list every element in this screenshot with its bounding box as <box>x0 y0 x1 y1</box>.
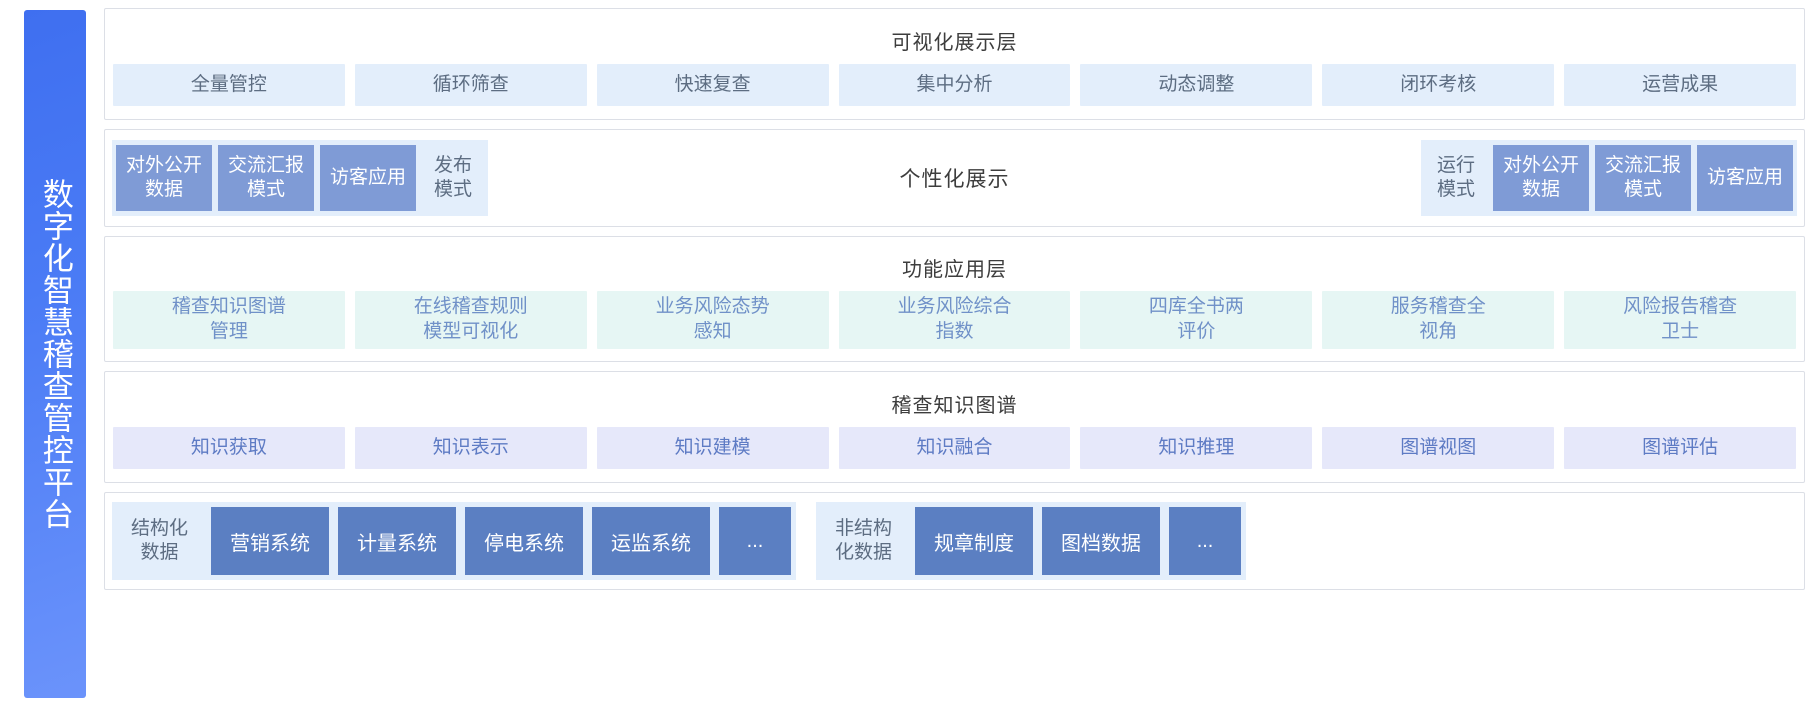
layer-modes: 对外公开 数据 交流汇报 模式 访客应用 发布 模式 个性化展示 运行 模式 对… <box>104 129 1805 227</box>
structured-item-1[interactable]: 计量系统 <box>338 507 457 575</box>
structured-item-2[interactable]: 停电系统 <box>465 507 584 575</box>
layer-stack: 可视化展示层 全量管控 循环筛查 快速复查 集中分析 动态调整 闭环考核 运营成… <box>104 8 1805 702</box>
structured-item-0[interactable]: 营销系统 <box>211 507 330 575</box>
vis-item-5[interactable]: 闭环考核 <box>1322 64 1555 106</box>
vis-item-4[interactable]: 动态调整 <box>1080 64 1313 106</box>
mode-right-1[interactable]: 对外公开 数据 <box>1492 145 1589 211</box>
modes-right-group: 运行 模式 对外公开 数据 交流汇报 模式 访客应用 <box>1420 140 1797 216</box>
layer-data-sources: 结构化 数据 营销系统 计量系统 停电系统 运监系统 ... 非结构 化数据 规… <box>104 492 1805 590</box>
structured-data-group: 结构化 数据 营销系统 计量系统 停电系统 运监系统 ... <box>112 502 797 580</box>
vis-item-3[interactable]: 集中分析 <box>838 64 1071 106</box>
func-item-1[interactable]: 在线稽查规则 模型可视化 <box>354 291 587 349</box>
vis-item-0[interactable]: 全量管控 <box>113 64 345 106</box>
layer-function-title: 功能应用层 <box>902 259 1007 281</box>
kg-item-1[interactable]: 知识表示 <box>354 427 587 469</box>
modes-center-label: 个性化展示 <box>488 140 1421 216</box>
layer-knowledge-graph-title: 稽查知识图谱 <box>891 395 1018 417</box>
layer-visualization-items: 全量管控 循环筛查 快速复查 集中分析 动态调整 闭环考核 运营成果 <box>113 64 1797 106</box>
layer-knowledge-graph: 稽查知识图谱 知识获取 知识表示 知识建模 知识融合 知识推理 图谱视图 图谱评… <box>104 371 1805 483</box>
structured-item-more[interactable]: ... <box>719 507 792 575</box>
platform-title: 数字化智慧稽查管控平台 <box>37 178 73 530</box>
mode-right-0[interactable]: 运行 模式 <box>1436 155 1475 200</box>
func-item-5[interactable]: 服务稽查全 视角 <box>1322 291 1555 349</box>
unstructured-data-group: 非结构 化数据 规章制度 图档数据 ... <box>816 502 1247 580</box>
kg-item-2[interactable]: 知识建模 <box>596 427 829 469</box>
layer-function: 功能应用层 稽查知识图谱 管理 在线稽查规则 模型可视化 业务风险态势 感知 业… <box>104 236 1805 362</box>
func-item-3[interactable]: 业务风险综合 指数 <box>838 291 1071 349</box>
func-item-2[interactable]: 业务风险态势 感知 <box>596 291 829 349</box>
layer-visualization-title: 可视化展示层 <box>891 32 1018 54</box>
kg-item-5[interactable]: 图谱视图 <box>1322 427 1555 469</box>
mode-right-3[interactable]: 访客应用 <box>1696 145 1793 211</box>
data-sources-row: 结构化 数据 营销系统 计量系统 停电系统 运监系统 ... 非结构 化数据 规… <box>112 502 1797 580</box>
func-item-0[interactable]: 稽查知识图谱 管理 <box>113 291 345 349</box>
unstructured-item-0[interactable]: 规章制度 <box>915 507 1034 575</box>
layer-visualization: 可视化展示层 全量管控 循环筛查 快速复查 集中分析 动态调整 闭环考核 运营成… <box>104 8 1805 120</box>
mode-left-0[interactable]: 对外公开 数据 <box>116 145 213 211</box>
layer-knowledge-graph-items: 知识获取 知识表示 知识建模 知识融合 知识推理 图谱视图 图谱评估 <box>113 427 1797 469</box>
kg-item-0[interactable]: 知识获取 <box>113 427 345 469</box>
kg-item-3[interactable]: 知识融合 <box>838 427 1071 469</box>
platform-sidebar: 数字化智慧稽查管控平台 <box>24 10 86 698</box>
structured-item-3[interactable]: 运监系统 <box>592 507 711 575</box>
func-item-4[interactable]: 四库全书两 评价 <box>1080 291 1313 349</box>
kg-item-4[interactable]: 知识推理 <box>1080 427 1313 469</box>
modes-row: 对外公开 数据 交流汇报 模式 访客应用 发布 模式 个性化展示 运行 模式 对… <box>112 140 1797 216</box>
vis-item-6[interactable]: 运营成果 <box>1564 64 1797 106</box>
mode-left-3[interactable]: 发布 模式 <box>434 155 473 200</box>
layer-function-items: 稽查知识图谱 管理 在线稽查规则 模型可视化 业务风险态势 感知 业务风险综合 … <box>113 291 1797 349</box>
kg-item-6[interactable]: 图谱评估 <box>1564 427 1797 469</box>
mode-left-2[interactable]: 访客应用 <box>320 145 417 211</box>
vis-item-2[interactable]: 快速复查 <box>596 64 829 106</box>
unstructured-item-1[interactable]: 图档数据 <box>1042 507 1161 575</box>
vis-item-1[interactable]: 循环筛查 <box>354 64 587 106</box>
modes-left-group: 对外公开 数据 交流汇报 模式 访客应用 发布 模式 <box>112 140 489 216</box>
unstructured-data-label: 非结构 化数据 <box>835 518 893 563</box>
structured-data-label: 结构化 数据 <box>131 518 189 563</box>
func-item-6[interactable]: 风险报告稽查 卫士 <box>1564 291 1797 349</box>
mode-right-2[interactable]: 交流汇报 模式 <box>1594 145 1691 211</box>
mode-left-1[interactable]: 交流汇报 模式 <box>218 145 315 211</box>
unstructured-item-more[interactable]: ... <box>1169 507 1242 575</box>
